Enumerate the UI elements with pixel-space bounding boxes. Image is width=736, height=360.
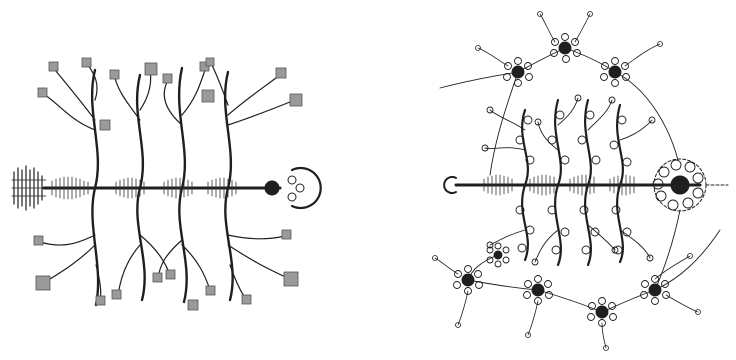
right-panel xyxy=(433,12,729,351)
left-hatch-segments xyxy=(52,177,236,199)
neuron-cluster xyxy=(524,276,553,305)
neuron-cluster xyxy=(588,298,617,327)
neuron-cluster xyxy=(601,58,630,87)
left-panel xyxy=(12,58,321,310)
left-terminal-comb xyxy=(12,166,46,210)
neuron-cluster xyxy=(504,58,533,87)
neuron-cluster xyxy=(641,276,670,305)
right-axon-start-glyph xyxy=(444,177,456,193)
neuron-cluster xyxy=(487,243,509,267)
neuron-cluster xyxy=(551,34,581,63)
left-soma xyxy=(265,168,321,208)
neuron-cluster xyxy=(454,266,483,295)
left-branches xyxy=(40,65,295,300)
